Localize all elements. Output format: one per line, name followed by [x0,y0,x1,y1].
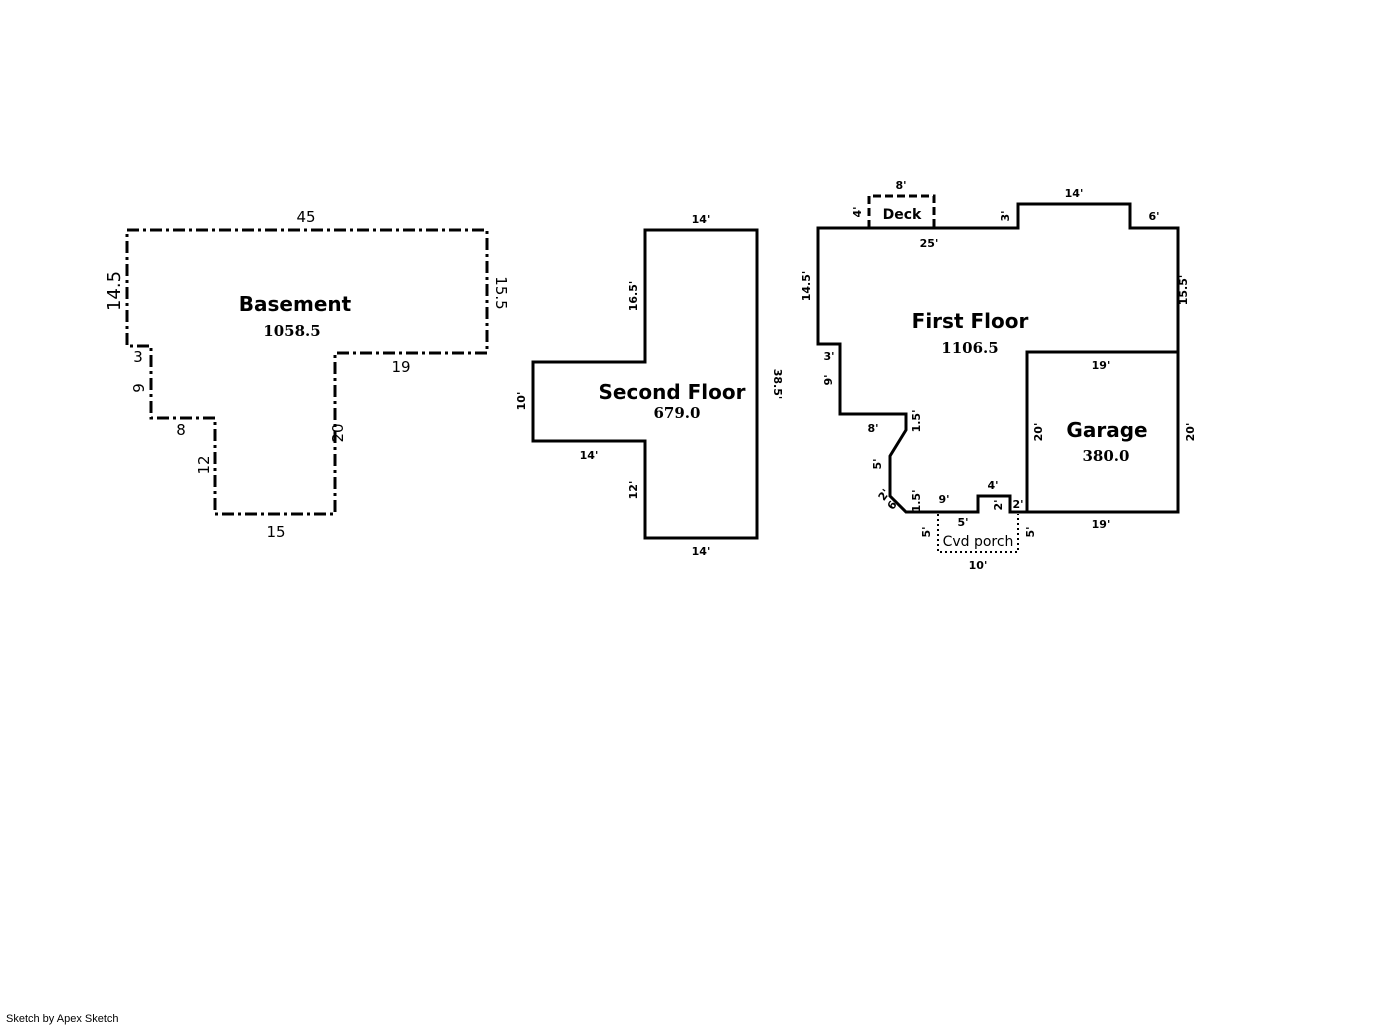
first-floor-dim-right: 15.5' [1177,275,1190,306]
deck-dim-top: 8' [895,179,906,192]
covered-porch-label: Cvd porch [943,534,1014,550]
garage-section: Garage 380.0 19' 20' 20' 19' [1025,350,1197,531]
first-floor-dim-stoop-side: 2' [992,499,1005,510]
garage-dim-top: 19' [1092,359,1111,372]
second-floor-dim-right: 38.5' [771,369,784,400]
first-floor-outline [816,202,1180,514]
second-floor-dim-bottom: 14' [692,545,711,558]
first-floor-dim-notch: 1.5' [910,410,923,433]
garage-outline [1025,350,1180,514]
second-floor-outline [531,228,759,540]
first-floor-dim-left: 14.5' [800,271,813,302]
first-floor-dim-bottom-notch: 1.5' [910,490,923,513]
basement-dim-inner-right: 20 [329,423,347,442]
first-floor-section: First Floor 1106.5 25' 3' 14' 6' 15.5' 1… [800,187,1190,514]
covered-porch-dim-right: 5' [1024,526,1037,537]
first-floor-dim-top-right: 6' [1148,210,1159,223]
first-floor-dim-step-down: 9' [822,374,835,385]
garage-dim-left: 20' [1032,423,1045,442]
second-floor-dim-top: 14' [692,213,711,226]
basement-section: Basement 1058.5 45 14.5 15.5 3 9 8 12 15… [104,208,510,541]
basement-dim-step-top: 3 [133,348,143,366]
first-floor-dim-stoop-right: 2' [1012,498,1023,511]
first-floor-dim-top-left: 25' [920,237,939,250]
first-floor-dim-stoop-top: 4' [987,479,998,492]
covered-porch-dim-bottom: 10' [969,559,988,572]
basement-dim-step-side: 9 [130,383,148,393]
second-floor-dim-lower-left: 12' [627,481,640,500]
first-floor-dim-step-up: 3' [999,210,1012,221]
covered-porch-outline [937,514,1019,553]
second-floor-area: 679.0 [654,404,701,422]
first-floor-dim-angle-side: 5' [871,458,884,469]
first-floor-label: First Floor [912,309,1029,333]
basement-label: Basement [239,292,352,316]
second-floor-dim-bump-bottom: 14' [580,449,599,462]
garage-area: 380.0 [1083,447,1130,465]
deck-dim-left: 4' [851,206,864,217]
covered-porch-dim-top: 5' [957,516,968,529]
basement-outline [125,228,489,516]
second-floor-section: Second Floor 679.0 14' 16.5' 10' 14' 12'… [515,213,784,558]
basement-dim-bottom: 15 [266,523,285,541]
first-floor-area: 1106.5 [941,339,998,357]
covered-porch-section: Cvd porch 5' 5' 5' 10' [920,514,1037,572]
credit-text: Sketch by Apex Sketch [6,1013,119,1025]
second-floor-dim-bump-left: 10' [515,392,528,411]
basement-dim-inner-left: 12 [195,455,213,474]
deck-label: Deck [883,207,922,223]
deck-section: Deck 8' 4' [851,179,936,228]
first-floor-dim-ledge: 8' [867,422,878,435]
basement-dim-left: 14.5 [104,271,125,311]
covered-porch-dim-left: 5' [920,526,933,537]
garage-dim-bottom: 19' [1092,518,1111,531]
basement-dim-right-ledge: 19 [391,358,410,376]
garage-dim-right: 20' [1184,423,1197,442]
basement-dim-top: 45 [296,208,315,226]
second-floor-dim-upper-left: 16.5' [627,281,640,312]
basement-area: 1058.5 [263,322,320,340]
first-floor-dim-bottom-left: 9' [938,493,949,506]
garage-label: Garage [1066,418,1147,442]
first-floor-dim-top-bump: 14' [1065,187,1084,200]
first-floor-dim-step-in: 3' [823,350,834,363]
second-floor-label: Second Floor [599,380,746,404]
basement-dim-right: 15.5 [492,276,510,309]
basement-dim-ledge: 8 [176,421,186,439]
deck-outline [867,194,936,228]
